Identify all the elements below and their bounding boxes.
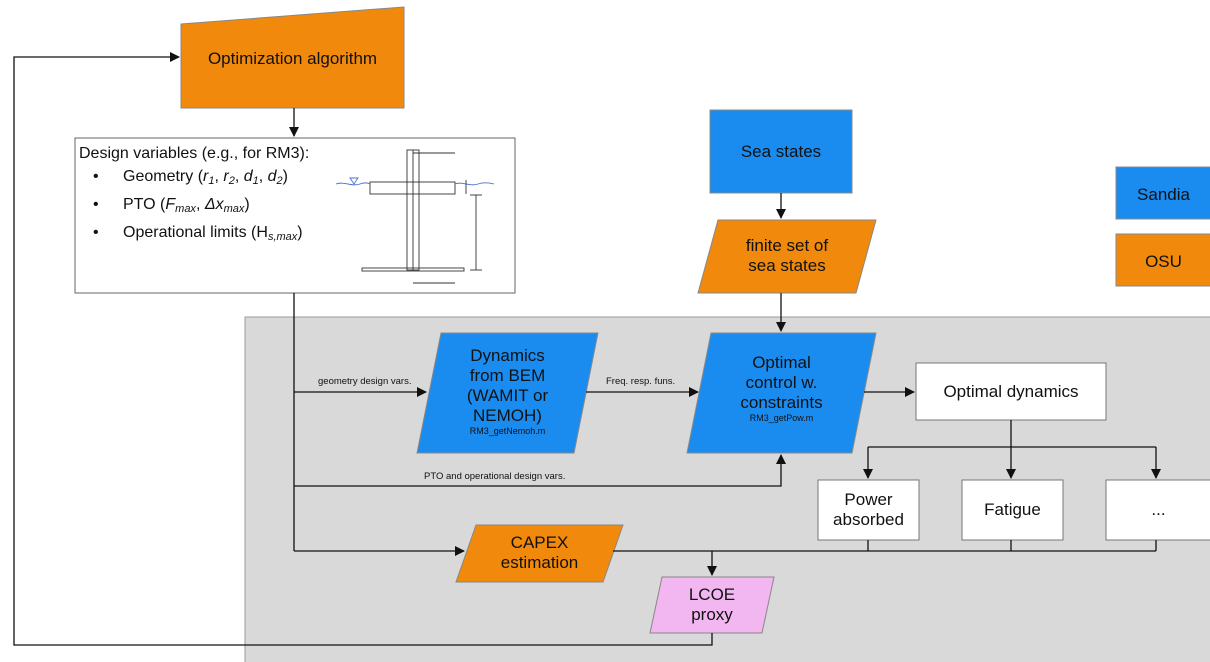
rm3-schematic [335, 149, 495, 284]
variable-symbol: F [165, 196, 176, 213]
lcoe-parallelogram [649, 576, 775, 634]
variable-subscript: max [223, 203, 245, 215]
optimal-dynamics-label: Optimal dynamics [943, 382, 1079, 401]
legend-sandia-label: Sandia [1137, 185, 1190, 204]
power-absorbed-box [817, 479, 920, 541]
lcoe-line2: proxy [691, 605, 733, 624]
dynamics-line4: NEMOH) [473, 406, 542, 425]
design-variable-item: Operational limits (Hs,max) [85, 221, 379, 249]
sea-states-label: Sea states [740, 142, 822, 161]
power-absorbed-line2: absorbed [833, 510, 904, 529]
variable-symbol: d [267, 168, 277, 185]
dynamics-line3: (WAMIT or [466, 386, 549, 405]
design-variable-item: Geometry (r1, r2, d1, d2) [85, 165, 379, 193]
fatigue-label: Fatigue [984, 500, 1041, 519]
dynamics-line1: Dynamics [470, 346, 545, 365]
optimal-control-parallelogram [686, 332, 877, 454]
capex-line2: estimation [500, 553, 579, 572]
edge-feedback [13, 52, 713, 646]
variable-symbol: r [223, 168, 229, 185]
edge-pto [294, 454, 786, 487]
optimal-control-line1: Optimal [752, 353, 811, 372]
finite-set-label: finite set of sea states [698, 236, 876, 275]
legend-sandia-swatch [1115, 166, 1210, 220]
variable-subscript: s,max [267, 231, 298, 243]
capex-label: CAPEX estimation [456, 533, 623, 573]
design-variables-list: Geometry (r1, r2, d1, d2)PTO (Fmax, Δxma… [79, 165, 379, 249]
optimal-dynamics-box [915, 362, 1107, 421]
dynamics-parallelogram [416, 332, 599, 454]
optimal-control-script: RM3_getPow.m [749, 413, 814, 423]
fatigue-box [961, 479, 1064, 541]
lcoe-label: LCOE proxy [650, 585, 774, 625]
optimization-label: Optimization algorithm [207, 49, 378, 68]
optimization-box [180, 6, 405, 109]
legend-osu-label: OSU [1145, 252, 1182, 271]
variable-symbol: d [243, 168, 253, 185]
power-absorbed-label: Power absorbed [818, 490, 919, 530]
design-variables-text: Design variables (e.g., for RM3): Geomet… [79, 142, 379, 249]
dynamics-line2: from BEM [469, 366, 546, 385]
finite-set-line1: finite set of [745, 236, 829, 255]
legend-osu-swatch [1115, 233, 1210, 287]
variable-subscript: 1 [208, 175, 215, 187]
design-variable-item: PTO (Fmax, Δxmax) [85, 193, 379, 221]
ellipsis-box [1105, 479, 1210, 541]
dynamics-script: RM3_getNemoh.m [469, 426, 546, 436]
optimal-control-line2: control w. [745, 373, 818, 392]
edge-label-geometry: geometry design vars. [318, 376, 412, 387]
edge-label-freq: Freq. resp. funs. [606, 376, 676, 387]
dynamics-label: Dynamics from BEM (WAMIT or NEMOH) RM3_g… [417, 346, 598, 437]
variable-symbol: Δx [204, 196, 224, 213]
ellipsis-label: ... [1151, 500, 1166, 519]
variable-subscript: 2 [228, 175, 235, 187]
power-absorbed-line1: Power [844, 490, 893, 509]
variable-subscript: max [175, 203, 196, 215]
capex-line1: CAPEX [510, 533, 569, 552]
variable-subscript: 1 [252, 175, 259, 187]
lcoe-line1: LCOE [688, 585, 736, 604]
optimal-control-label: Optimal control w. constraints RM3_getPo… [687, 353, 876, 424]
edge-label-pto: PTO and operational design vars. [424, 471, 566, 482]
design-variables-title: Design variables (e.g., for RM3): [79, 145, 310, 162]
capex-parallelogram [455, 524, 624, 583]
finite-set-parallelogram [697, 219, 877, 294]
variable-subscript: 2 [276, 175, 283, 187]
optimal-control-line3: constraints [740, 393, 823, 412]
finite-set-line2: sea states [748, 255, 826, 275]
variable-symbol: r [203, 168, 209, 185]
